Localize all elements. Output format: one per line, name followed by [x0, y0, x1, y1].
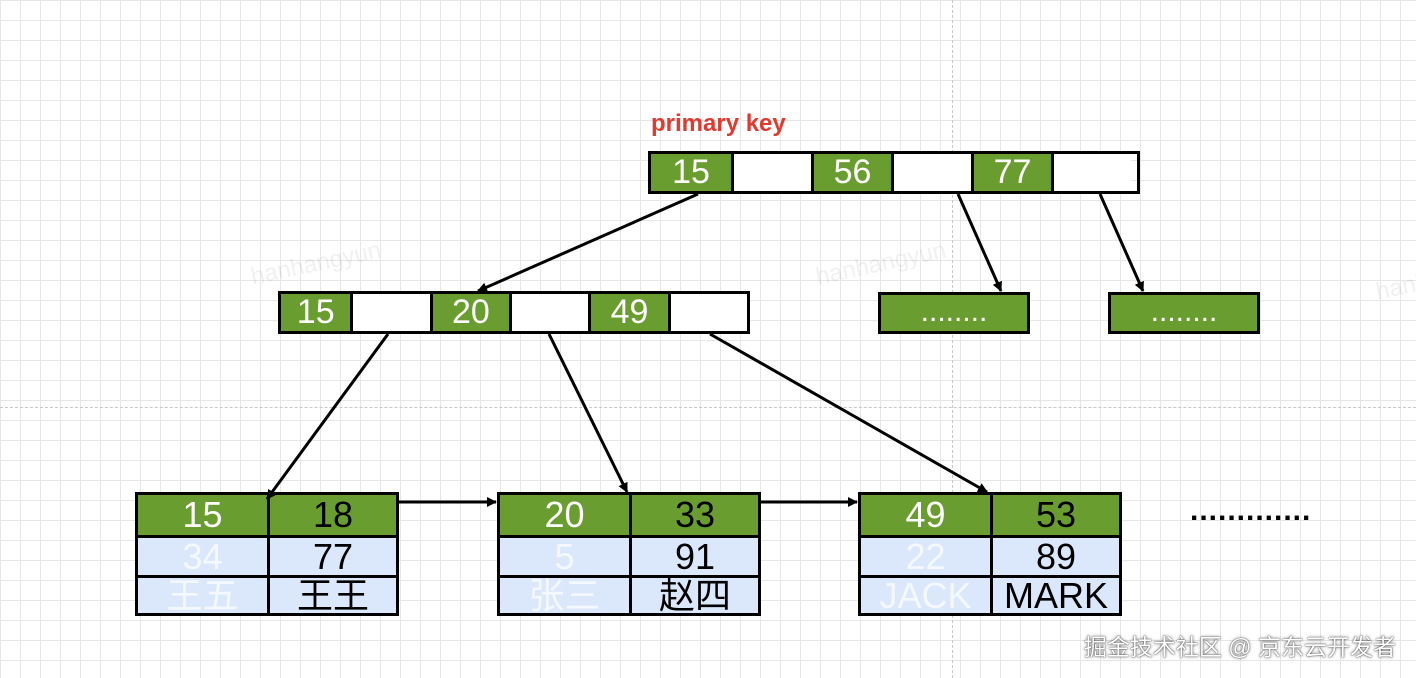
leaf-name: 张三: [500, 575, 629, 613]
leaf-key: 15: [138, 495, 267, 535]
leaf-value: 5: [500, 535, 629, 575]
primary-key-label: primary key: [651, 110, 786, 137]
sibling-node: ........: [1108, 292, 1260, 334]
root-pointer: [731, 154, 811, 191]
arrow-root-to-sibling: [1098, 193, 1145, 292]
internal-pointer: [667, 294, 748, 331]
internal-key: 20: [429, 293, 510, 331]
arrow-internal-to-leaf: [265, 333, 390, 500]
leaf-key: 20: [500, 495, 629, 535]
leaf-name: MARK: [990, 575, 1119, 613]
internal-key: 49: [588, 293, 668, 331]
leaf-value: 89: [990, 535, 1119, 575]
internal-key: 15: [281, 293, 351, 331]
root-key: 77: [971, 153, 1051, 191]
internal-pointer: [350, 294, 430, 331]
arrow-root-to-internal: [477, 192, 699, 293]
arrow-root-to-sibling: [956, 193, 1003, 292]
root-key: 15: [651, 153, 731, 191]
leaf-name: 王王: [267, 575, 396, 613]
sibling-node: ........: [878, 292, 1030, 334]
leaf-key: 18: [267, 495, 396, 535]
internal-pointer: [509, 294, 589, 331]
guide-line-horizontal: [0, 407, 1416, 408]
leaf-key: 33: [629, 495, 758, 535]
leaf-node: 20 33 5 91 张三 赵四: [497, 492, 761, 616]
leaf-value: 22: [861, 535, 990, 575]
root-node: 15 56 77: [648, 151, 1140, 194]
leaf-value: 77: [267, 535, 396, 575]
arrow-internal-to-leaf: [709, 332, 988, 494]
credit-watermark: 掘金技术社区 @ 京东云开发者: [1083, 634, 1396, 660]
leaf-key: 53: [990, 495, 1119, 535]
guide-line-vertical: [952, 0, 953, 678]
leaf-key: 49: [861, 495, 990, 535]
leaf-node: 15 18 34 77 王五 王王: [135, 492, 399, 616]
more-leaves-ellipsis: .............: [1190, 494, 1312, 527]
arrow-internal-to-leaf: [547, 333, 629, 493]
leaf-name: 赵四: [629, 575, 758, 613]
leaf-name: 王五: [138, 575, 267, 613]
root-key: 56: [811, 153, 891, 191]
leaf-name: JACK: [861, 575, 990, 613]
internal-node: 15 20 49: [278, 291, 750, 334]
leaf-value: 34: [138, 535, 267, 575]
leaf-value: 91: [629, 535, 758, 575]
root-pointer: [891, 154, 971, 191]
root-pointer: [1051, 154, 1131, 191]
leaf-node: 49 53 22 89 JACK MARK: [858, 492, 1122, 616]
